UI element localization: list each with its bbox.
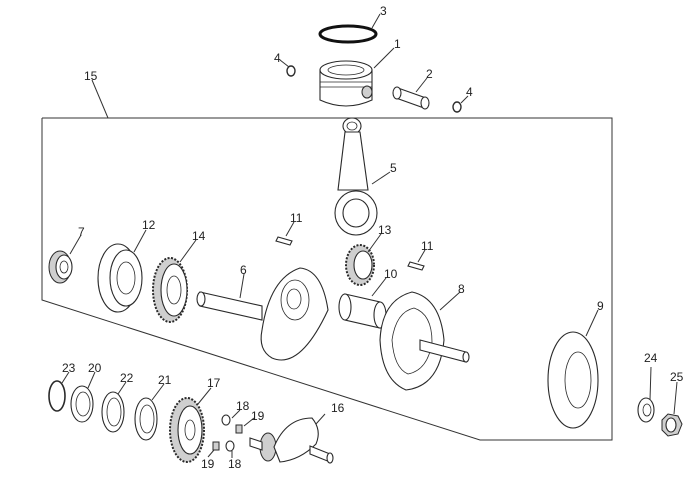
gear-17 — [169, 397, 205, 463]
washer-24 — [637, 397, 655, 423]
snap-ring — [48, 380, 66, 412]
spring — [212, 441, 220, 451]
circlip — [452, 101, 462, 113]
callout-label: 11 — [421, 239, 434, 253]
callout-label: 25 — [670, 370, 684, 384]
callout-label: 17 — [207, 376, 221, 390]
crank-half-right — [379, 291, 470, 391]
callout-label: 6 — [240, 263, 247, 277]
leader-lines — [61, 13, 678, 458]
key — [275, 236, 293, 246]
washer-22 — [101, 391, 125, 433]
spring — [235, 424, 243, 434]
callout-label: 8 — [458, 282, 465, 296]
piston-pin — [392, 86, 430, 110]
callout-label: 4 — [466, 85, 473, 99]
piston — [319, 60, 373, 107]
gear-14 — [152, 257, 188, 323]
callout-label: 19 — [201, 457, 215, 471]
washer-20 — [70, 385, 94, 423]
callout-label: 7 — [78, 225, 85, 239]
callout-label: 15 — [84, 69, 98, 83]
callout-label: 11 — [290, 211, 303, 225]
bearing-12 — [97, 243, 143, 313]
callout-label: 18 — [228, 457, 242, 471]
needle-bearing — [345, 244, 375, 286]
callout-label: 5 — [390, 161, 397, 175]
callout-label: 2 — [426, 67, 433, 81]
callout-labels: 1 2 3 4 4 5 6 7 8 9 10 11 11 12 13 14 15… — [62, 4, 684, 471]
callout-label: 21 — [158, 373, 172, 387]
balancer-shaft — [249, 417, 334, 464]
callout-label: 14 — [192, 229, 206, 243]
crank-pin — [338, 293, 387, 329]
callout-label: 4 — [274, 51, 281, 65]
circlip — [286, 65, 296, 77]
callout-label: 22 — [120, 371, 134, 385]
dowel — [221, 414, 231, 426]
callout-label: 24 — [644, 351, 658, 365]
crank-half-left — [196, 267, 329, 361]
callout-label: 10 — [384, 267, 398, 281]
callout-label: 23 — [62, 361, 76, 375]
callout-label: 20 — [88, 361, 102, 375]
callout-label: 3 — [380, 4, 387, 18]
callout-label: 19 — [251, 409, 265, 423]
washer-21 — [134, 397, 158, 441]
nut — [661, 413, 683, 437]
callout-label: 1 — [394, 37, 401, 51]
subassembly-frame — [41, 117, 613, 441]
callout-label: 18 — [236, 399, 250, 413]
piston-ring — [318, 24, 378, 44]
callout-label: 13 — [378, 223, 392, 237]
dowel — [225, 440, 235, 452]
callout-label: 9 — [597, 299, 604, 313]
key — [407, 261, 425, 271]
connecting-rod — [334, 117, 378, 236]
callout-label: 16 — [331, 401, 345, 415]
gasket-9 — [547, 331, 599, 429]
callout-label: 12 — [142, 218, 156, 232]
bearing-7 — [48, 250, 73, 284]
